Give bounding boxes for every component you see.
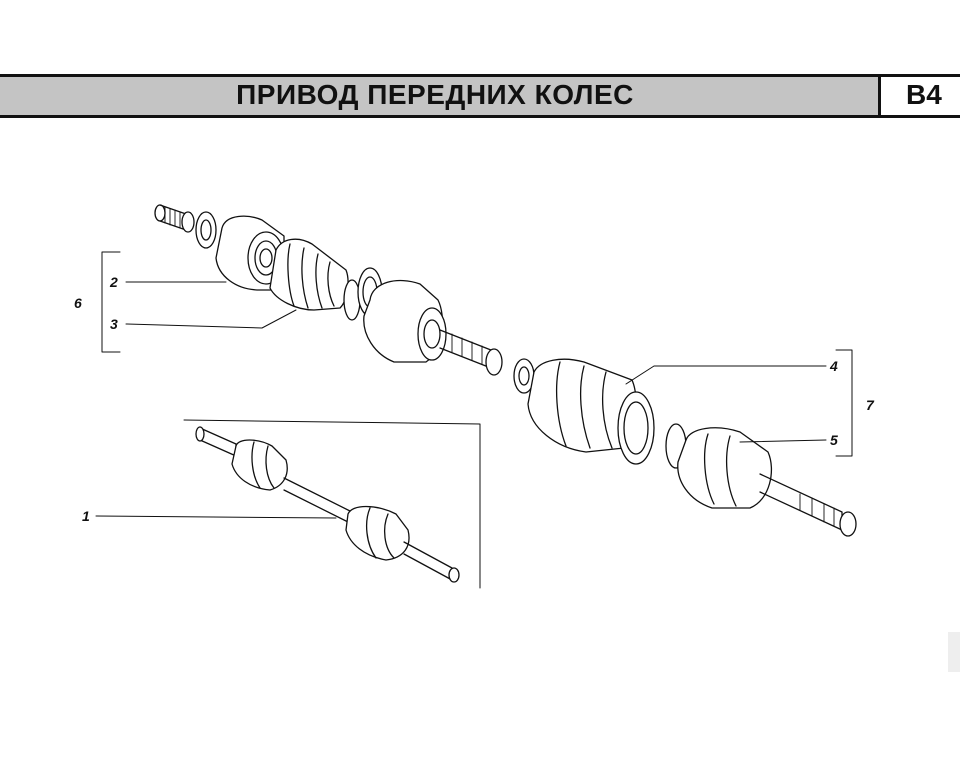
snap-ring-a xyxy=(485,348,503,376)
callout-6: 6 xyxy=(74,295,82,311)
outer-joint xyxy=(677,427,772,509)
callout-5: 5 xyxy=(830,432,838,448)
callout-4: 4 xyxy=(829,358,838,374)
outer-boot xyxy=(527,358,637,453)
callout-7: 7 xyxy=(866,397,875,413)
middle-joint-cup xyxy=(363,279,447,363)
outer-spline-stub xyxy=(759,473,857,537)
assembled-drive-shaft xyxy=(195,426,460,583)
leader-lines xyxy=(95,251,853,589)
header-band xyxy=(0,74,878,118)
callout-2: 2 xyxy=(109,274,118,290)
callout-3: 3 xyxy=(110,316,118,332)
page-title: ПРИВОД ПЕРЕДНИХ КОЛЕС xyxy=(236,79,634,110)
thrust-ring xyxy=(195,211,217,249)
inner-spline-stub xyxy=(154,204,195,233)
callout-1: 1 xyxy=(82,508,90,524)
boot-clamp-outer xyxy=(617,391,655,465)
inner-boot xyxy=(269,238,349,311)
section-code-box xyxy=(878,74,960,118)
section-code: B4 xyxy=(906,79,942,110)
page-edge-scrap xyxy=(948,632,960,672)
